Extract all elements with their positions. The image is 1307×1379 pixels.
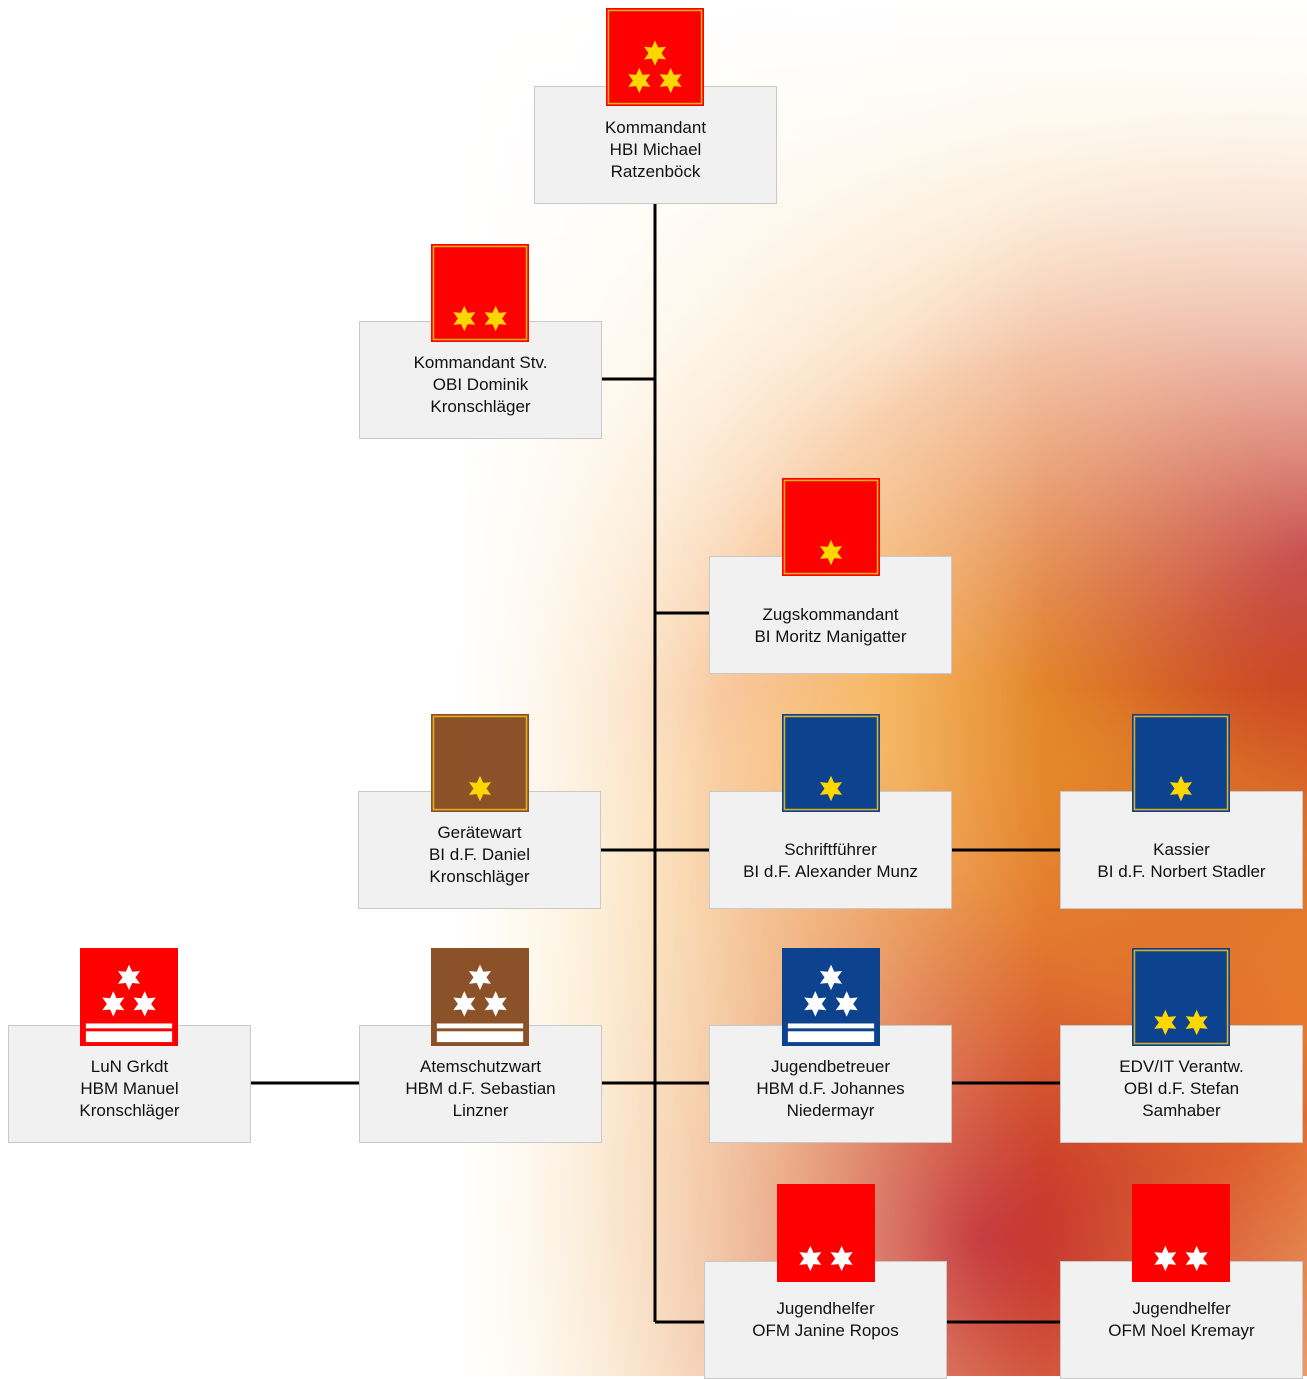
node-line: BI d.F. Daniel	[428, 845, 531, 864]
rank-badge-icon	[782, 948, 880, 1046]
star-icon	[453, 991, 476, 1017]
node-line: Jugendhelfer	[1132, 1299, 1231, 1318]
node-line: HBI Michael	[609, 140, 702, 159]
node-line: OFM Noel Kremayr	[1108, 1321, 1255, 1340]
node-line: Zugskommandant	[762, 605, 899, 624]
node-line: OBI d.F. Stefan	[1123, 1079, 1240, 1098]
star-icon	[819, 964, 843, 991]
rank-bar-icon	[787, 1031, 875, 1043]
node-line: OBI Dominik	[432, 375, 529, 394]
rank-bar-icon	[85, 1023, 173, 1029]
rank-bar-icon	[85, 1031, 173, 1043]
node-line: BI d.F. Norbert Stadler	[1097, 862, 1266, 881]
node-jugendbetreuer: Jugendbetreuer HBM d.F. Johannes Niederm…	[709, 1025, 952, 1143]
node-line: Kommandant Stv.	[413, 353, 548, 372]
node-atemschutzwart: Atemschutzwart HBM d.F. Sebastian Linzne…	[359, 1025, 602, 1143]
node-line: Kommandant	[604, 118, 707, 137]
star-icon	[804, 991, 827, 1017]
star-icon	[468, 775, 492, 802]
rank-badge-icon	[606, 8, 704, 106]
rank-badge-icon	[777, 1184, 875, 1282]
star-icon	[659, 67, 682, 94]
node-line: Jugendbetreuer	[770, 1057, 891, 1076]
node-line: LuN Grkdt	[90, 1057, 169, 1076]
node-line: OFM Janine Ropos	[752, 1321, 899, 1340]
rank-badge-icon	[80, 948, 178, 1046]
node-line: Niedermayr	[786, 1101, 875, 1120]
rank-bar-icon	[436, 1023, 524, 1029]
node-schriftfuehrer: Schriftführer BI d.F. Alexander Munz	[709, 791, 952, 909]
star-icon	[484, 991, 507, 1017]
rank-badge-icon	[431, 244, 529, 342]
node-line: HBM d.F. Sebastian	[405, 1079, 556, 1098]
node-line: BI d.F. Alexander Munz	[743, 862, 918, 881]
star-icon	[819, 775, 843, 802]
star-icon	[1185, 1245, 1208, 1272]
node-line: HBM Manuel	[80, 1079, 179, 1098]
star-icon	[643, 40, 667, 66]
star-icon	[830, 1245, 853, 1272]
rank-badge-icon	[782, 714, 880, 812]
rank-badge-icon	[1132, 714, 1230, 812]
rank-badge-icon	[431, 714, 529, 812]
star-icon	[484, 305, 507, 332]
star-icon	[1154, 1245, 1177, 1272]
node-line: Kassier	[1153, 840, 1210, 859]
star-icon	[799, 1245, 822, 1272]
node-line: Ratzenböck	[610, 162, 701, 181]
node-line: Linzner	[452, 1101, 509, 1120]
rank-bar-icon	[787, 1023, 875, 1029]
rank-badge-icon	[1132, 948, 1230, 1046]
node-line: Gerätewart	[437, 823, 522, 842]
rank-badge-icon	[1132, 1184, 1230, 1282]
rank-bar-icon	[436, 1031, 524, 1043]
star-icon	[628, 67, 651, 94]
star-icon	[1169, 775, 1193, 802]
node-line: Kronschläger	[430, 397, 531, 416]
node-line: Kronschläger	[429, 867, 530, 886]
star-icon	[819, 539, 843, 566]
rank-badge-icon	[782, 478, 880, 576]
node-line: Samhaber	[1142, 1101, 1221, 1120]
star-icon	[102, 991, 125, 1017]
node-kommandant-stv: Kommandant Stv. OBI Dominik Kronschläger	[359, 321, 602, 439]
node-line: Jugendhelfer	[776, 1299, 875, 1318]
star-icon	[117, 964, 141, 991]
star-icon	[468, 964, 492, 991]
node-line: HBM d.F. Johannes	[756, 1079, 905, 1098]
node-line: Atemschutzwart	[420, 1057, 541, 1076]
node-edv-it: EDV/IT Verantw. OBI d.F. Stefan Samhaber	[1060, 1025, 1303, 1143]
rank-badge-icon	[431, 948, 529, 1046]
star-icon	[835, 991, 858, 1017]
star-icon	[1185, 1009, 1208, 1036]
node-line: BI Moritz Manigatter	[754, 627, 907, 646]
node-line: Kronschläger	[79, 1101, 180, 1120]
node-line: Schriftführer	[784, 840, 877, 859]
star-icon	[1154, 1009, 1177, 1036]
star-icon	[133, 991, 156, 1017]
star-icon	[453, 305, 476, 332]
node-line: EDV/IT Verantw.	[1119, 1057, 1244, 1076]
